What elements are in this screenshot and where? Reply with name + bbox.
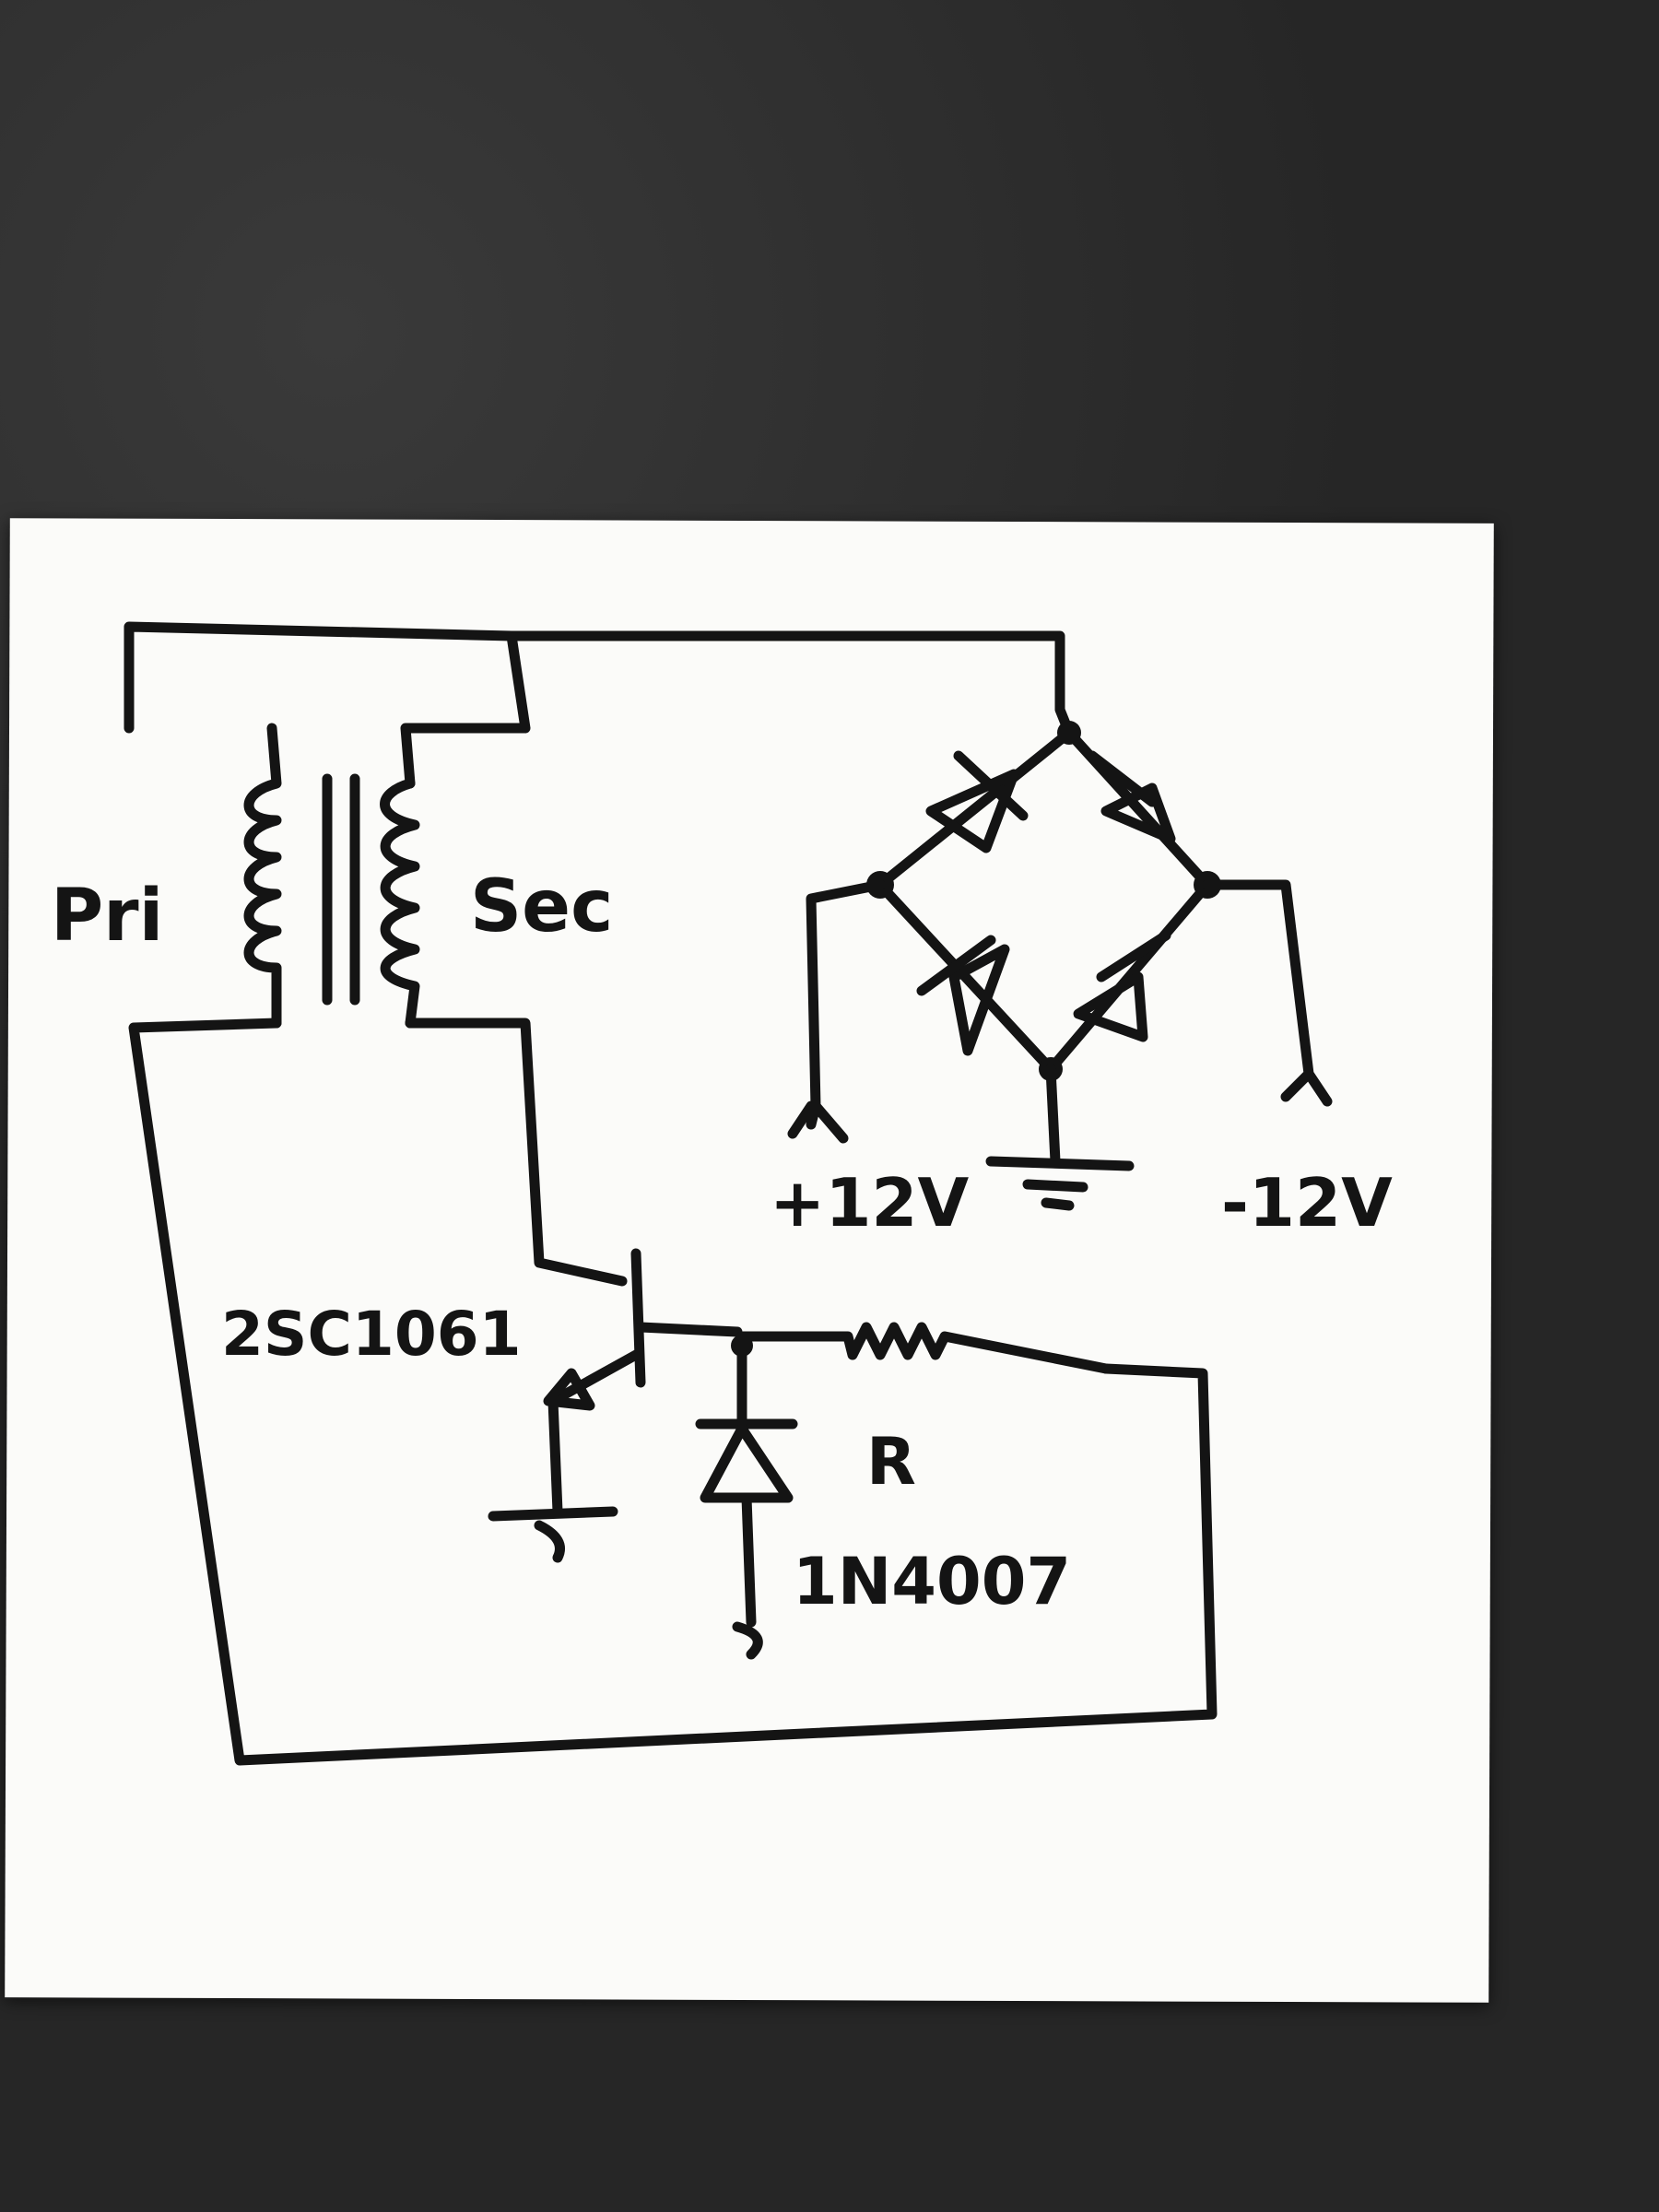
secondary-top-lead: [400, 630, 531, 789]
bridge-diode-lower-right: [1073, 930, 1171, 1042]
label-resistor: R: [866, 1424, 916, 1500]
label-transistor: 2SC1061: [221, 1299, 522, 1370]
bridge-diode-lower-left: [916, 935, 1010, 1056]
primary-coil: [243, 723, 282, 1029]
bridge-diode-upper-left: [925, 750, 1029, 853]
label-positive-output: +12V: [770, 1164, 970, 1241]
transistor-2sc1061: [543, 1248, 743, 1411]
bridge-ground-wire: [1045, 1064, 1061, 1167]
label-secondary: Sec: [470, 865, 613, 948]
secondary-coil: [380, 778, 420, 1029]
positive-output-wire: [787, 879, 886, 1144]
transformer-core: [322, 773, 360, 1006]
primary-return-wire: [128, 1018, 1218, 1766]
bridge-rectifier: [866, 721, 1221, 1081]
emitter-ground-symbol: [488, 1506, 618, 1563]
negative-output-wire: [1202, 879, 1333, 1107]
diode-1n4007: [695, 1340, 798, 1660]
label-primary: Pri: [51, 875, 163, 958]
bridge-ground-symbol: [985, 1156, 1135, 1211]
label-negative-output: -12V: [1221, 1164, 1393, 1241]
collector-wire: [405, 1018, 628, 1287]
resistor-r: [736, 1322, 1112, 1374]
bridge-diode-upper-right: [1087, 750, 1176, 844]
emitter-ground-wire: [547, 1395, 563, 1517]
top-bus-wire: [124, 621, 1075, 738]
label-diode: 1N4007: [793, 1544, 1071, 1619]
